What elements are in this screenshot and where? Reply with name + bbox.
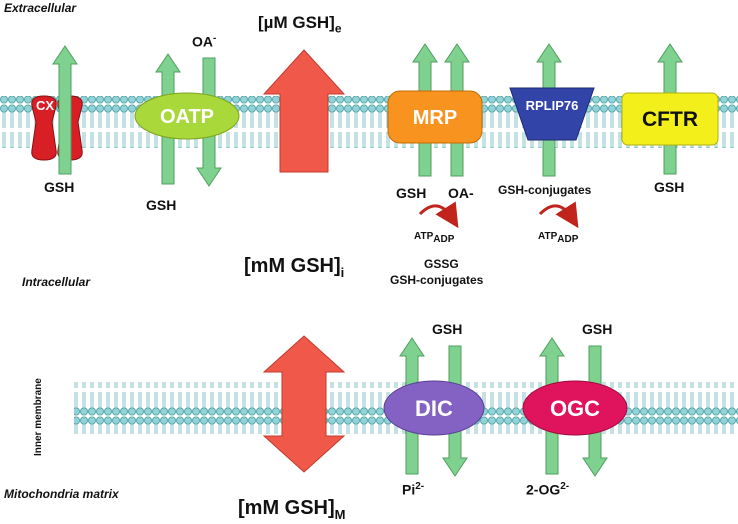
- intra-conc-main: [mM GSH]: [244, 255, 341, 277]
- intracellular-gsh-concentration: [mM GSH]i: [244, 256, 344, 279]
- ogc-transporter: [522, 380, 628, 436]
- adp2-label: ADP: [557, 234, 579, 245]
- cftr-transporter: [621, 92, 719, 146]
- mrp-transporter: [387, 90, 483, 144]
- extracellular-gsh-concentration: [µM GSH]e: [258, 14, 342, 34]
- og2-text: 2-OG: [526, 481, 561, 498]
- atp-curved-arrow-rplip: [538, 201, 579, 229]
- gsh-conjugates-mrp-label: GSH-conjugates: [390, 273, 484, 287]
- oa-top-text: OA: [192, 33, 213, 50]
- mito-conc-sub: M: [334, 507, 346, 522]
- extra-conc-main: [µM GSH]: [258, 13, 335, 32]
- red-arrow-plasma: [262, 49, 346, 173]
- mitochondria-matrix-label: Mitochondria matrix: [4, 487, 119, 501]
- green-arrow-cx-out: [52, 45, 78, 175]
- atp-curved-arrow-mrp: [418, 201, 459, 229]
- atp1-label: ATP: [414, 231, 434, 242]
- oa-top-sup: -: [213, 33, 217, 44]
- pi-text: Pi: [402, 481, 416, 498]
- gsh-dic-label: GSH: [432, 321, 463, 337]
- atp-adp-mrp: ATPADP: [414, 232, 454, 245]
- inner-membrane-label: Inner membrane: [33, 378, 44, 456]
- oatp-label: OATP: [160, 106, 214, 128]
- intra-conc-sub: i: [340, 265, 345, 280]
- dic-transporter: [383, 380, 485, 436]
- mitochondrial-gsh-concentration: [mM GSH]M: [238, 498, 346, 521]
- extra-conc-sub: e: [334, 21, 342, 36]
- oa-minus-top-label: OA-: [192, 34, 216, 49]
- gsh-oatp-label: GSH: [146, 197, 177, 213]
- rplip76-label: RPLIP76: [526, 98, 579, 113]
- red-arrow-mito: [262, 335, 346, 473]
- atp2-label: ATP: [538, 231, 558, 242]
- cftr-label: CFTR: [642, 108, 698, 131]
- cx-channel: [31, 95, 83, 161]
- ogc-label: OGC: [550, 396, 600, 421]
- mrp-label: MRP: [413, 107, 457, 129]
- gsh-ogc-label: GSH: [582, 321, 613, 337]
- oatp-transporter: [134, 92, 240, 140]
- dic-label: DIC: [415, 396, 453, 421]
- og2-label: 2-OG2-: [526, 482, 569, 497]
- atp-adp-rplip: ATPADP: [538, 232, 578, 245]
- oa-mrp-label: OA-: [448, 185, 474, 201]
- intracellular-label: Intracellular: [22, 275, 91, 289]
- gsh-cftr-label: GSH: [654, 179, 685, 195]
- gsh-conjugates-rplip-label: GSH-conjugates: [498, 183, 592, 197]
- gsh-mrp-label: GSH: [396, 185, 427, 201]
- extracellular-label: Extracellular: [4, 1, 77, 15]
- gssg-label: GSSG: [424, 257, 459, 271]
- pi-sup: 2-: [415, 481, 425, 492]
- cx-label: CX: [36, 98, 54, 113]
- plasma-membrane: [0, 96, 738, 148]
- mito-conc-main: [mM GSH]: [238, 497, 335, 519]
- pi-label: Pi2-: [402, 482, 424, 497]
- gsh-cx-label: GSH: [44, 179, 75, 195]
- adp1-label: ADP: [433, 234, 455, 245]
- og2-sup: 2-: [560, 481, 570, 492]
- rplip76-transporter: [509, 87, 595, 141]
